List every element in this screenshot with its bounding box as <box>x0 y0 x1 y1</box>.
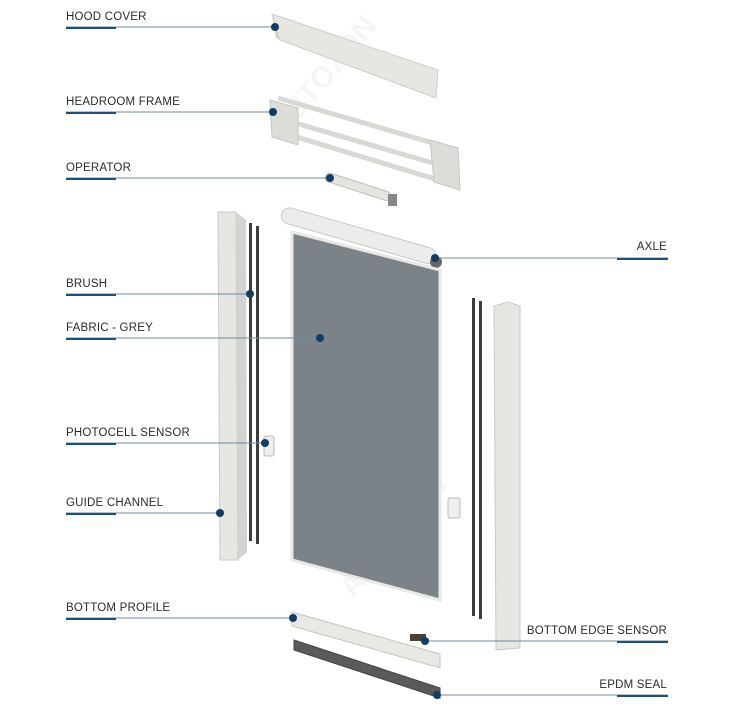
fabric-part <box>290 230 442 602</box>
label-headroom-frame: HEADROOM FRAME <box>66 96 180 108</box>
label-bottom-edge-sensor: BOTTOM EDGE SENSOR <box>526 625 667 637</box>
label-guide-channel: GUIDE CHANNEL <box>66 497 164 509</box>
callout-dots <box>216 23 441 699</box>
label-operator: OPERATOR <box>66 162 132 174</box>
label-axle: AXLE <box>636 241 667 253</box>
label-hood-cover: HOOD COVER <box>66 11 147 23</box>
label-epdm-seal: EPDM SEAL <box>599 679 667 691</box>
label-fabric: FABRIC - GREY <box>66 322 153 334</box>
label-underlines <box>66 27 668 697</box>
operator-part <box>324 172 392 202</box>
epdm-seal-part <box>293 639 441 699</box>
bottom-edge-sensor-part <box>410 634 426 641</box>
guide-channel-left <box>217 211 239 561</box>
headroom-frame-part <box>277 95 451 185</box>
hood-cover-part <box>271 13 439 99</box>
label-photocell-sensor: PHOTOCELL SENSOR <box>66 427 190 439</box>
guide-channel-right <box>493 301 521 651</box>
brush-right <box>472 298 475 616</box>
label-bottom-profile: BOTTOM PROFILE <box>66 602 171 614</box>
brush-left <box>249 223 252 541</box>
photocell-right <box>447 497 461 519</box>
label-brush: BRUSH <box>66 278 108 290</box>
